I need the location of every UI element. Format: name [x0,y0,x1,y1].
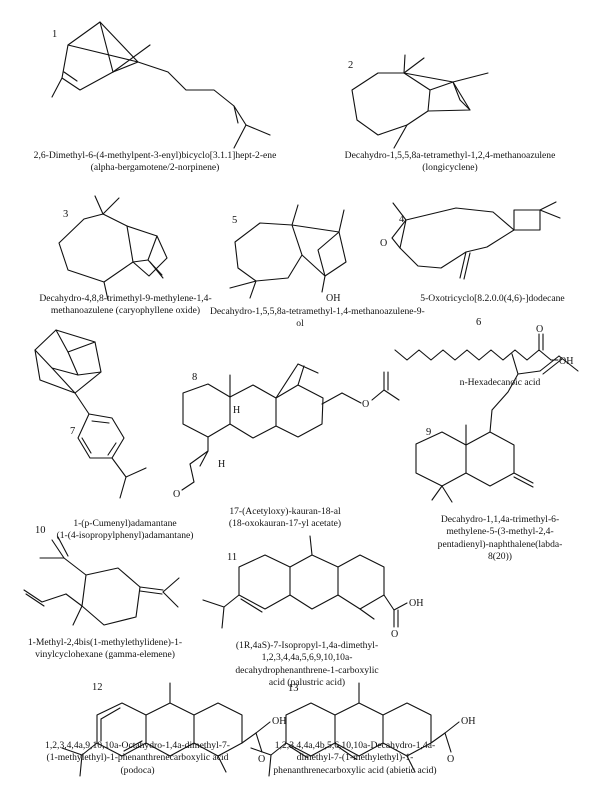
compound-number-4: 4 [399,214,405,225]
carbonyl-o-label-12: O [258,754,265,765]
caption-5: Decahydro-1,5,5,8a-tetramethyl-1,4-metha… [210,306,425,330]
caption-6: n-Hexadecanoic acid [459,377,541,388]
caption-3: Decahydro-4,8,8-trimethyl-9-methylene-1,… [39,293,212,317]
structure-4: O [380,201,561,280]
compound-number-13: 13 [288,683,299,694]
acid-oh-label-13: OH [461,716,475,727]
structure-2 [351,54,489,149]
compound-number-10: 10 [35,525,46,536]
structure-3 [58,195,168,301]
structure-1 [51,21,271,149]
structure-11: OH O [202,535,423,640]
structure-6: OH O [394,324,573,367]
structure-9 [415,353,579,503]
compound-number-7: 7 [70,426,76,437]
structure-7 [34,329,147,499]
caption-10: 1-Methyl-2,4bis(1-methylethylidene)-1- v… [27,637,183,661]
acid-oh-label-12: OH [272,716,286,727]
compound-number-11: 11 [227,552,238,563]
h-label-lower: H [218,459,225,470]
caption-1: 2,6-Dimethyl-6-(4-methylpent-3-enyl)bicy… [33,150,277,174]
caption-11: (1R,4aS)-7-Isopropyl-1,4a-dimethyl- 1,2,… [235,640,379,689]
epoxide-oxygen-label: O [380,238,387,249]
ester-oxygen-label: O [362,399,369,410]
caption-7: 1-(p-Cumenyl)adamantane (1-(4-isopropylp… [56,518,194,542]
compound-number-6: 6 [476,317,482,328]
hydroxyl-label: OH [326,293,340,304]
structure-10 [23,536,180,626]
caption-12: 1,2,3,4,4a,9,10,10a-Octahydro-1,4a-dimet… [45,740,230,776]
compound-number-2: 2 [348,60,354,71]
carbonyl-o-label-11: O [391,629,398,640]
acid-oh-label-11: OH [409,598,423,609]
caption-8: 17-(Acetyloxy)-kauran-18-al (18-oxokaura… [228,506,342,530]
structure-8: O O H H [173,363,400,500]
carbonyl-oxygen-label: O [536,324,543,335]
caption-9: Decahydro-1,1,4a-trimethyl-6- methylene-… [437,514,563,563]
h-label-upper: H [233,405,240,416]
compound-number-8: 8 [192,372,198,383]
structure-5: OH [229,204,347,304]
aldehyde-oxygen-label: O [173,489,180,500]
structure-13: OH O [250,682,475,777]
compound-number-12: 12 [92,682,103,693]
caption-2: Decahydro-1,5,5,8a-tetramethyl-1,2,4-met… [344,150,556,174]
compound-number-3: 3 [63,209,69,220]
structure-12: OH O [61,682,286,777]
caption-4: 5-Oxotricyclo[8.2.0.0(4,6)-]dodecane [420,293,565,304]
compound-number-5: 5 [232,215,238,226]
carbonyl-o-label-13: O [447,754,454,765]
compound-number-9: 9 [426,427,432,438]
compound-number-1: 1 [52,29,58,40]
caption-13: 1,2,3,4,4a,4b,5,6,10,10a-Decahydro-1,4a-… [273,740,437,776]
